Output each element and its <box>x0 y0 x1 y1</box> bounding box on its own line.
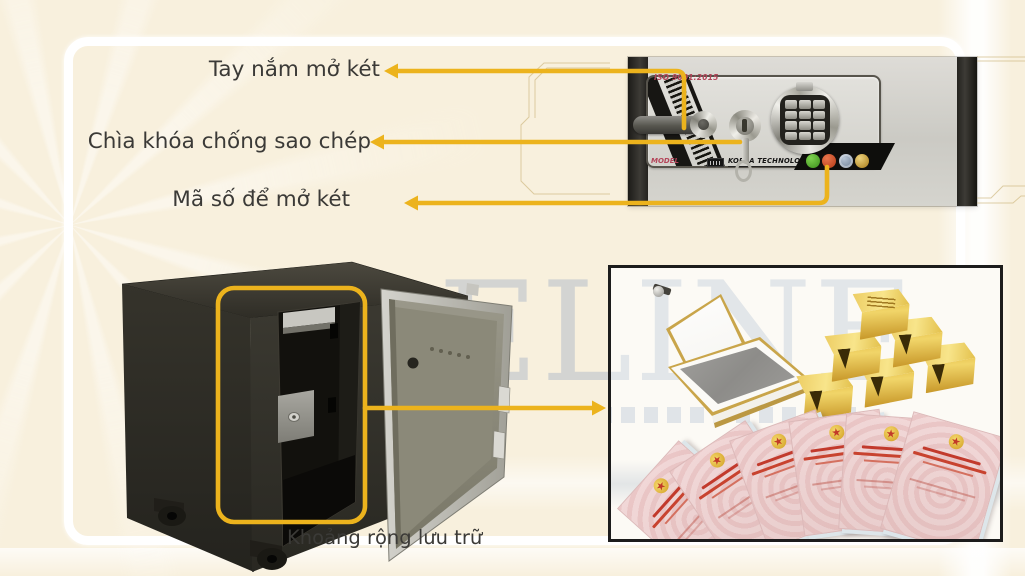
safe-shelf <box>283 307 335 328</box>
safe-door-face <box>395 307 497 539</box>
key-bow <box>735 160 752 182</box>
safe-wheel-hub <box>167 512 177 520</box>
handle-label: Tay nắm mở két <box>208 57 380 82</box>
key-lock <box>729 110 761 142</box>
brand-badge <box>707 158 724 167</box>
storage-highlight-rect <box>215 285 368 525</box>
arrow-code <box>413 164 830 206</box>
book-lock <box>653 286 664 297</box>
drawer-lock-hole <box>292 415 296 419</box>
shelf-bracket-slot <box>328 397 336 413</box>
valuables-box: ELINE <box>608 265 1003 542</box>
safe-wheel-hub <box>267 555 277 563</box>
safe-door-edge-shade <box>389 299 401 549</box>
arrowhead-storage <box>592 400 606 416</box>
handle-base <box>690 111 717 138</box>
door-bolt <box>457 353 461 357</box>
key-slot <box>742 119 747 132</box>
circuit-decoration <box>520 56 1025 204</box>
arrowhead-handle <box>384 63 398 79</box>
door-top-knob <box>466 283 479 296</box>
code-label: Mã số để mở két <box>172 187 350 212</box>
key-label: Chìa khóa chống sao chép <box>87 129 371 154</box>
door-hinge <box>492 430 506 460</box>
shelf-bracket-slot <box>330 323 338 339</box>
door-bolt <box>466 355 470 359</box>
electronic-keypad <box>771 86 839 154</box>
storage-label: Khoảng rộng lưu trữ <box>287 526 483 549</box>
book-safe-image <box>652 283 823 431</box>
keypad-latch <box>796 82 813 91</box>
door-bolt <box>439 349 443 353</box>
safe-shelf-underside <box>283 322 335 334</box>
key-shaft <box>742 138 749 164</box>
indicator-gold <box>855 154 869 168</box>
brand-text: KOREA TECHNOLOGY <box>728 157 811 167</box>
indicator-blue <box>839 154 853 168</box>
panel-right-edge <box>957 57 977 206</box>
background-sheen-bottom <box>0 548 1025 576</box>
door-bolt <box>448 351 452 355</box>
keypad-buttons <box>780 95 830 145</box>
arrow-handle <box>393 68 687 131</box>
arrowhead-key <box>370 134 384 150</box>
lock-panel-photo: ISO 9001:2015 MODEL KOREA TECHNOLOGY <box>628 57 977 206</box>
door-back-hole <box>407 357 419 369</box>
arrowhead-code <box>404 195 418 211</box>
door-bolt <box>430 347 434 351</box>
indicator-green <box>806 154 820 168</box>
model-text: MODEL <box>651 157 679 165</box>
indicator-red <box>822 154 836 168</box>
